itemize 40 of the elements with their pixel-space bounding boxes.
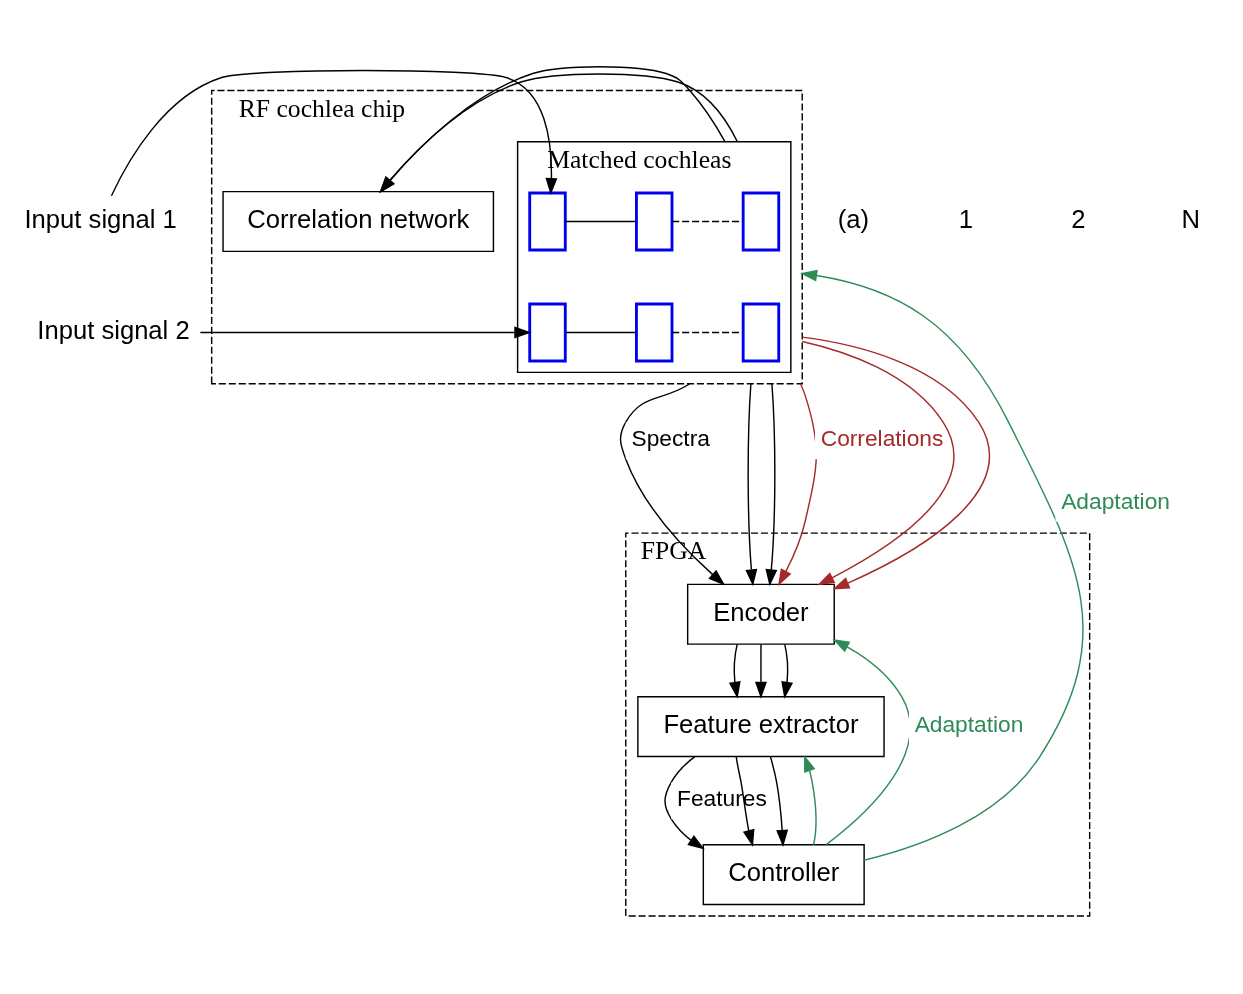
edge-label: Adaptation	[1061, 487, 1170, 514]
label: 1	[958, 204, 973, 233]
arrow	[728, 643, 741, 699]
arrow	[664, 755, 705, 850]
label: N	[1181, 204, 1200, 233]
node-box: Feature extractor	[637, 696, 885, 758]
node-box: Correlation network	[222, 190, 495, 253]
label: (a)	[837, 204, 870, 233]
node-box	[741, 302, 781, 363]
arrow	[825, 639, 911, 846]
node-text: Input signal 2	[37, 315, 190, 344]
arrow	[745, 383, 758, 587]
node-box	[741, 191, 781, 252]
edge-label: Correlations	[820, 425, 944, 452]
arrow	[619, 383, 726, 586]
arrow	[801, 336, 991, 590]
connector	[564, 220, 637, 223]
node-box	[528, 191, 567, 252]
arrow	[781, 643, 794, 699]
arrow	[778, 383, 817, 587]
connector	[564, 331, 637, 334]
arrow	[765, 383, 778, 587]
node-box	[635, 191, 674, 252]
arrow	[800, 269, 1084, 861]
arrow	[110, 69, 558, 197]
node-text: Input signal 1	[24, 204, 177, 233]
node-box: Encoder	[686, 583, 835, 645]
edge-label: Adaptation	[914, 711, 1024, 738]
arrow	[804, 755, 817, 846]
connector	[671, 331, 744, 334]
connector	[671, 220, 744, 223]
node-box: Controller	[702, 844, 865, 906]
label: 2	[1071, 204, 1086, 233]
arrow	[735, 756, 755, 847]
node-box	[635, 302, 674, 363]
arrow	[769, 756, 789, 847]
edge-label: Spectra	[631, 425, 710, 452]
arrow	[754, 643, 767, 699]
node-box	[528, 302, 567, 363]
arrow	[199, 326, 532, 339]
